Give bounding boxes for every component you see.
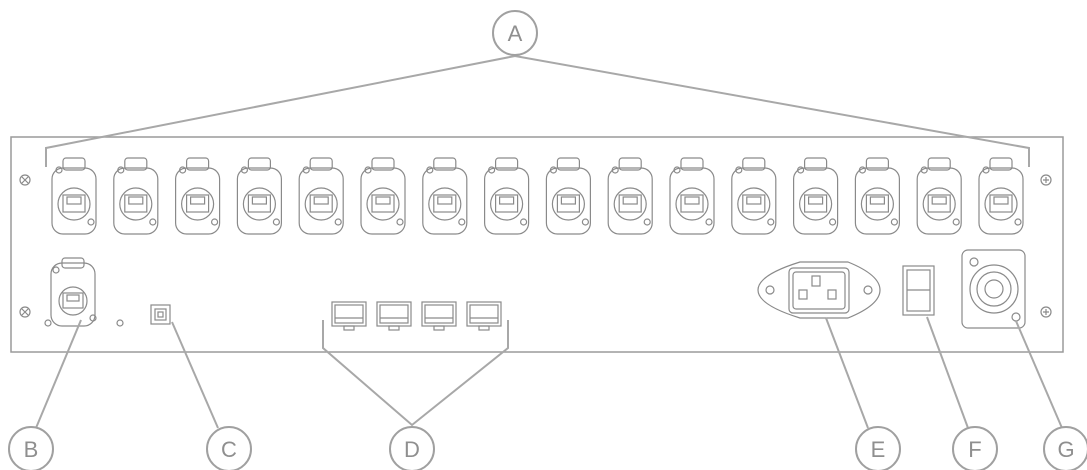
sfp-port (331, 301, 367, 331)
chassis-panel (10, 136, 1064, 353)
rj45-port (916, 157, 962, 235)
sfp-port (421, 301, 457, 331)
rj45-port (298, 157, 344, 235)
rj45-port (792, 157, 839, 235)
callout-d-text: D (404, 437, 420, 462)
callout-e-text: E (871, 437, 886, 462)
callout-c-text: C (221, 437, 237, 462)
leader-g (1015, 320, 1063, 429)
usb-b-port (150, 304, 171, 325)
rj45-port (669, 157, 715, 235)
sfp-port (466, 301, 502, 331)
callout-g-text: G (1057, 437, 1074, 462)
callout-g: G (1043, 426, 1087, 470)
leader-b (35, 319, 82, 429)
callout-f: F (952, 426, 998, 470)
sfp-port-row (331, 301, 502, 331)
callout-a-text: A (508, 21, 523, 46)
callout-a: A (492, 10, 538, 56)
leader-c (171, 321, 219, 429)
leader-d (322, 320, 509, 427)
callout-b-text: B (24, 437, 39, 462)
leader-e (825, 317, 869, 429)
rj45-port (978, 157, 1024, 235)
leader-f (926, 316, 969, 429)
screw-bottom-left (19, 306, 31, 318)
screw-bottom-right (1040, 306, 1052, 318)
callout-d: D (389, 426, 435, 470)
sfp-port (376, 301, 412, 331)
callout-c: C (206, 426, 252, 470)
power-switch (902, 265, 935, 316)
callout-b: B (8, 426, 54, 470)
rj45-port (731, 157, 777, 235)
screw-top-right (1040, 174, 1052, 186)
mounting-screws (19, 174, 1052, 318)
rj45-port (175, 157, 221, 235)
iec-power-inlet (757, 261, 881, 319)
callout-e: E (855, 426, 901, 470)
rj45-port (51, 157, 97, 235)
callout-f-text: F (968, 437, 981, 462)
rj45-port (236, 157, 282, 235)
rj45-port (545, 157, 592, 235)
rj45-port-row (51, 157, 1024, 235)
screw-top-left (19, 174, 31, 186)
rj45-port (422, 157, 468, 235)
rj45-port (854, 157, 901, 235)
rj45-port (113, 157, 159, 235)
rj45-port-bottom (44, 257, 124, 327)
rj45-port (484, 157, 530, 235)
rj45-port (360, 157, 406, 235)
rj45-port (607, 157, 653, 235)
